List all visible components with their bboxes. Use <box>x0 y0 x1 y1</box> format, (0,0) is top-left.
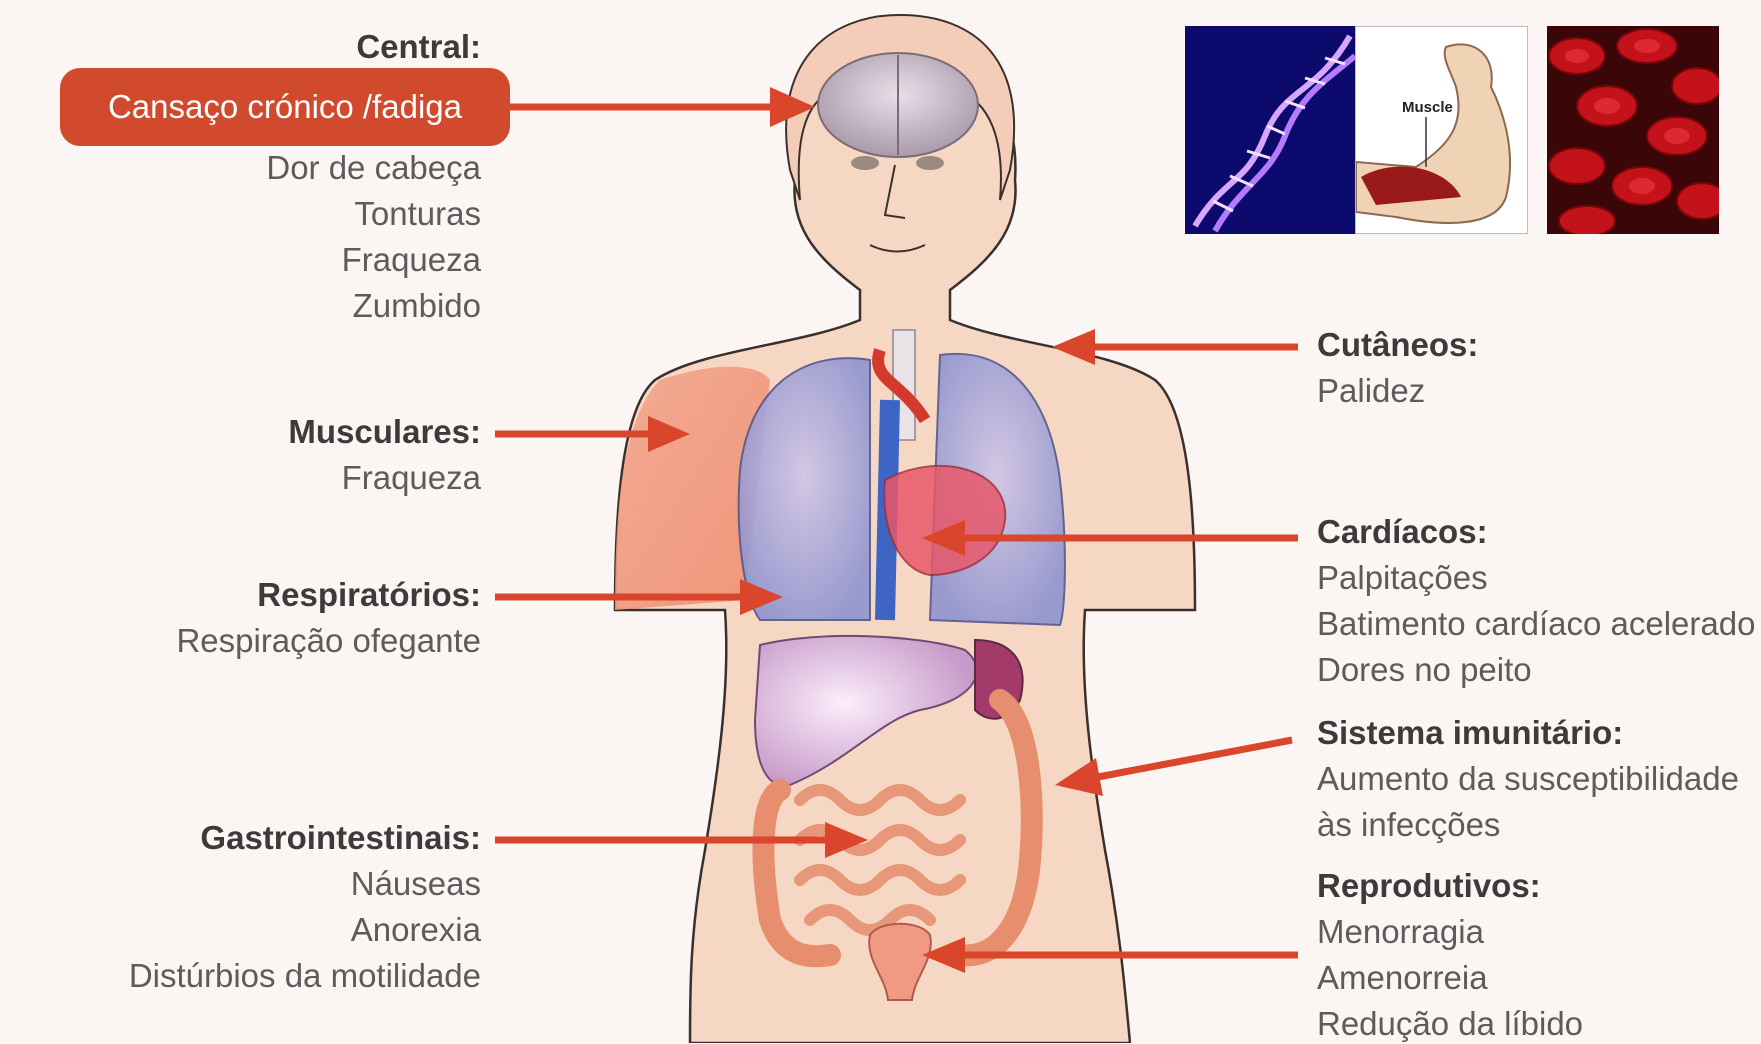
cutaneos-heading: Cutâneos: <box>1317 325 1478 365</box>
respiratorios-heading: Respiratórios: <box>257 575 481 615</box>
dna-helix-image <box>1185 26 1355 234</box>
arm-muscle-image: Muscle <box>1355 26 1528 234</box>
reprodutivos-item: Menorragia <box>1317 912 1484 952</box>
cutaneos-item: Palidez <box>1317 371 1425 411</box>
musculares-heading: Musculares: <box>288 412 481 452</box>
respiratorios-item: Respiração ofegante <box>176 621 481 661</box>
cardiacos-item: Dores no peito <box>1317 650 1532 690</box>
gastro-heading: Gastrointestinais: <box>200 818 481 858</box>
cardiacos-heading: Cardíacos: <box>1317 512 1488 552</box>
reprodutivos-item: Amenorreia <box>1317 958 1488 998</box>
imunitario-item: às infecções <box>1317 805 1500 845</box>
reprodutivos-heading: Reprodutivos: <box>1317 866 1541 906</box>
red-blood-cells-image <box>1547 26 1719 234</box>
muscle-label: Muscle <box>1402 99 1453 116</box>
gastro-item: Anorexia <box>351 910 481 950</box>
central-item: Fraqueza <box>342 240 481 280</box>
imunitario-item: Aumento da susceptibilidade <box>1317 759 1739 799</box>
central-item: Tonturas <box>354 194 481 234</box>
central-item: Dor de cabeça <box>266 148 481 188</box>
reprodutivos-item: Redução da líbido <box>1317 1004 1583 1044</box>
central-item: Zumbido <box>353 286 481 326</box>
imunitario-heading: Sistema imunitário: <box>1317 713 1623 753</box>
gastro-item: Náuseas <box>351 864 481 904</box>
central-heading: Central: <box>356 27 481 67</box>
cardiacos-item: Batimento cardíaco acelerado <box>1317 604 1755 644</box>
musculares-item: Fraqueza <box>342 458 481 498</box>
gastro-item: Distúrbios da motilidade <box>129 956 481 996</box>
central-highlight-badge: Cansaço crónico /fadiga <box>60 68 510 146</box>
cardiacos-item: Palpitações <box>1317 558 1488 598</box>
